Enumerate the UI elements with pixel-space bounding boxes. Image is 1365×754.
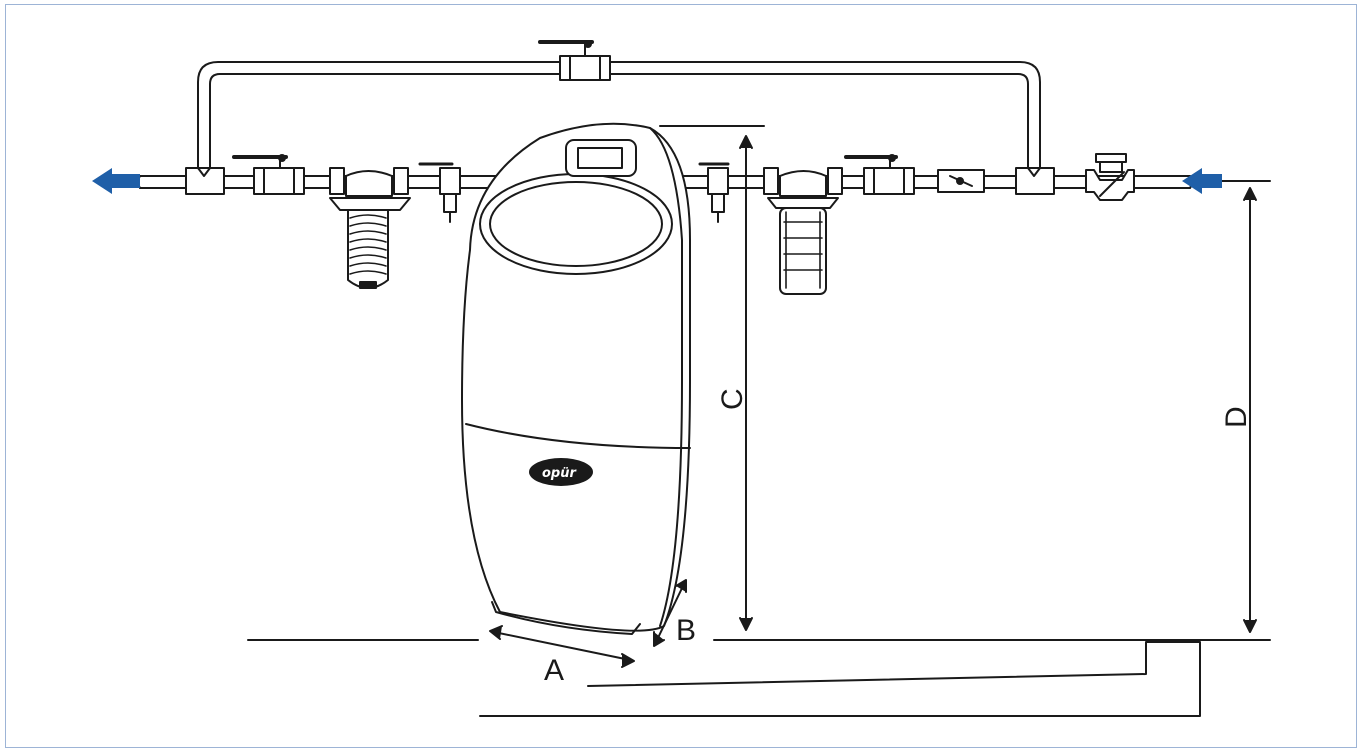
dimension-b [653,579,687,647]
check-valve-icon [937,169,985,193]
right-ball-valve-icon [844,154,915,195]
dimension-label-d: D [1220,406,1253,428]
bypass-pipe [197,61,1041,171]
dimension-c [659,125,765,631]
dimension-d [1199,180,1271,633]
floor-lines [247,639,1271,717]
left-ball-valve-icon [232,154,305,195]
dimension-a [489,625,635,668]
water-meter-icon [1085,153,1135,201]
water-softener-unit [461,122,691,635]
left-tee-icon [185,159,225,195]
right-tee-icon [1015,167,1055,195]
dimension-label-b: B [676,614,696,647]
brand-logo-text: opür [542,466,577,481]
opur-logo: opür [529,458,593,486]
right-filter-icon [767,170,839,295]
outlet-arrow-icon [92,168,140,194]
left-pressure-regulator-icon [329,162,461,223]
diagram-frame [5,4,1357,748]
dimension-label-a: A [544,654,564,687]
dimension-label-c: C [716,388,749,410]
bypass-valve-icon [538,40,611,81]
inlet-arrow-icon [1182,168,1222,194]
right-pressure-regulator-icon [698,162,843,223]
left-filter-icon [329,170,411,289]
